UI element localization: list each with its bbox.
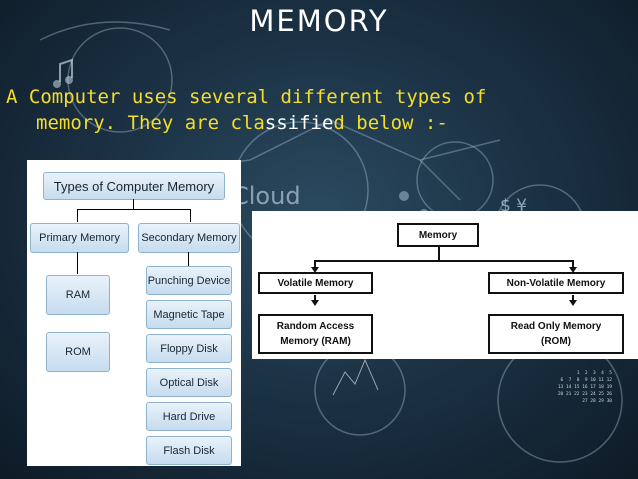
subtitle-line-1: A Computer uses several different types … — [6, 86, 487, 108]
arrow-down-icon — [311, 300, 319, 306]
arrow-down-icon — [311, 267, 319, 273]
memory-root-box: Memory — [397, 223, 479, 247]
connector — [314, 260, 316, 268]
connector — [188, 252, 189, 266]
diagram-title: Types of Computer Memory — [43, 172, 225, 200]
subtitle-line-2: memory. They are classified below :- — [6, 110, 626, 136]
ram-line-2: Memory (RAM) — [280, 336, 351, 347]
subtitle-line-2-start: memory. They are cla — [36, 112, 265, 134]
secondary-memory-box: Secondary Memory — [138, 223, 240, 253]
ram-box: RAM — [46, 275, 110, 315]
calendar-row: 27 28 29 30 — [582, 399, 612, 404]
connector — [77, 252, 78, 274]
subtitle-line-2-end: d below :- — [333, 112, 448, 134]
hard-drive-box: Hard Drive — [146, 402, 232, 431]
rom-line-2: (ROM) — [541, 336, 571, 347]
flash-disk-box: Flash Disk — [146, 436, 232, 465]
non-volatile-memory-box: Non-Volatile Memory — [488, 272, 624, 294]
read-only-memory-box: Read Only Memory (ROM) — [488, 314, 624, 354]
volatile-memory-box: Volatile Memory — [258, 272, 373, 294]
optical-disk-box: Optical Disk — [146, 368, 232, 397]
calendar-row: 20 21 22 23 24 25 26 — [557, 392, 612, 397]
subtitle-line-2-highlight: ssifie — [264, 112, 334, 134]
magnetic-tape-box: Magnetic Tape — [146, 300, 232, 329]
connector — [572, 295, 574, 300]
calendar-row: 13 14 15 16 17 18 19 — [557, 385, 612, 390]
connector — [572, 260, 574, 268]
floppy-disk-box: Floppy Disk — [146, 334, 232, 363]
rom-box: ROM — [46, 332, 110, 372]
slide-title: MEMORY — [249, 4, 389, 38]
calendar-row: 6 7 8 9 10 11 12 — [560, 378, 612, 383]
ram-line-1: Random Access — [276, 321, 355, 332]
calendar-row: 1 2 3 4 5 — [576, 371, 612, 376]
types-of-memory-diagram: Types of Computer Memory Primary Memory … — [27, 160, 241, 466]
calendar-decoration: 1 2 3 4 5 6 7 8 9 10 11 12 13 14 15 16 1… — [520, 370, 612, 440]
connector — [190, 209, 191, 222]
arrow-down-icon — [569, 267, 577, 273]
connector — [77, 209, 190, 210]
connector — [77, 209, 78, 222]
connector — [314, 260, 574, 262]
arrow-down-icon — [569, 300, 577, 306]
memory-classification-diagram: Memory Volatile Memory Non-Volatile Memo… — [252, 211, 638, 359]
rom-line-1: Read Only Memory — [510, 321, 602, 332]
primary-memory-box: Primary Memory — [30, 223, 129, 253]
slide-subtitle: A Computer uses several different types … — [6, 84, 626, 136]
punching-device-box: Punching Device — [146, 266, 232, 295]
connector — [438, 247, 440, 261]
random-access-memory-box: Random Access Memory (RAM) — [258, 314, 373, 354]
connector — [314, 295, 316, 300]
cloud-label: Cloud — [232, 182, 301, 210]
connector — [133, 199, 134, 209]
